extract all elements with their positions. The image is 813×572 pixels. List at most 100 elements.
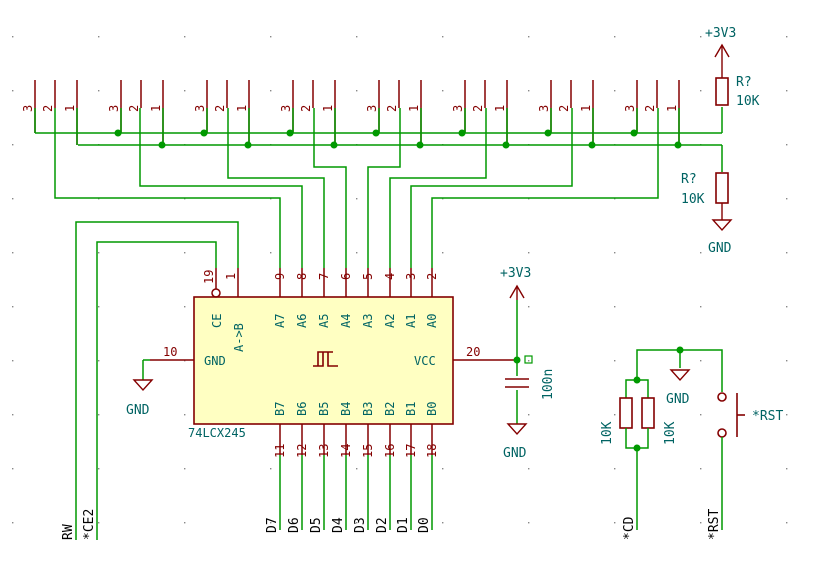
- grid-dot: [98, 414, 100, 416]
- grid-dot: [528, 36, 530, 38]
- grid-dot: [614, 36, 616, 38]
- ic-a-pin-name: A1: [404, 314, 418, 328]
- route-a5: [227, 108, 325, 268]
- grid-dot: [528, 90, 530, 92]
- grid-dot: [528, 360, 530, 362]
- r-mid-value: 10K: [681, 192, 705, 207]
- grid-dot: [614, 90, 616, 92]
- r-pair-right-value: 10K: [663, 421, 678, 445]
- pullup-resistor: +3V3 R? 10K: [705, 26, 760, 109]
- header-pin-number: 2: [41, 105, 55, 112]
- ic-a-pin-number: 5: [361, 273, 375, 280]
- data-route-wires: [54, 108, 659, 268]
- grid-dot: [442, 468, 444, 470]
- ic-b-pin-name: B7: [273, 402, 287, 416]
- ic-b-pin-name: B2: [383, 402, 397, 416]
- grid-dot: [700, 36, 702, 38]
- grid-dot: [700, 90, 702, 92]
- junction: [200, 129, 208, 137]
- grid-dot: [12, 144, 14, 146]
- route-a2: [389, 108, 487, 268]
- junction: [330, 141, 338, 149]
- grid-dot: [614, 360, 616, 362]
- grid-dot: [12, 90, 14, 92]
- grid-dot: [786, 360, 788, 362]
- ic-a-pin-number: 6: [339, 273, 353, 280]
- grid-dot: [700, 522, 702, 524]
- header-pin-number: 2: [643, 105, 657, 112]
- grid-dot: [700, 468, 702, 470]
- grid-dot: [12, 360, 14, 362]
- ic-b-pin-number: 15: [361, 444, 375, 458]
- junction: [630, 129, 638, 137]
- junction: [633, 444, 641, 452]
- junction: [286, 129, 294, 137]
- pin-ce-name: CE: [210, 314, 224, 328]
- junction: [458, 129, 466, 137]
- net-data-label: D3: [353, 517, 368, 533]
- vcc-top-arrow: [714, 43, 730, 58]
- vcc-top-label: +3V3: [705, 26, 736, 41]
- r-pair-left-value: 10K: [600, 421, 615, 445]
- r-pair-right-body: [641, 397, 655, 429]
- ic-part-label: 74LCX245: [188, 426, 246, 440]
- header-pin-number: 2: [557, 105, 571, 112]
- net-rw-label: RW: [61, 524, 76, 540]
- grid-dot: [98, 468, 100, 470]
- grid-dot: [614, 414, 616, 416]
- header-pin-number: 2: [213, 105, 227, 112]
- net-rst-label: *RST: [707, 509, 722, 540]
- grid-dot: [356, 198, 358, 200]
- ic-b-pin-number: 18: [425, 444, 439, 458]
- ce-inversion-bubble: [211, 288, 221, 298]
- gnd-cap-label: GND: [503, 446, 527, 461]
- grid-dot: [98, 252, 100, 254]
- switch-contact-top: [717, 392, 727, 402]
- pin-gnd-num: 10: [163, 345, 177, 359]
- grid-dot: [528, 468, 530, 470]
- header-pin-number: 2: [299, 105, 313, 112]
- grid-dot: [356, 36, 358, 38]
- grid-dot: [528, 414, 530, 416]
- header-pin-number: 1: [63, 105, 77, 112]
- grid-dot: [356, 252, 358, 254]
- grid-dot: [442, 522, 444, 524]
- ic-a-pin-name: A3: [361, 314, 375, 328]
- grid-dot: [356, 90, 358, 92]
- grid-dot: [184, 36, 186, 38]
- grid-dot: [786, 198, 788, 200]
- junction: [372, 129, 380, 137]
- r-top-ref: R?: [736, 75, 752, 90]
- ic-a-pin-name: A4: [339, 314, 353, 328]
- reset-section: GND 10K 10K *CD *RST *RST: [600, 349, 783, 540]
- junction: [416, 141, 424, 149]
- control-wires: [75, 221, 239, 540]
- header-pin-number: 3: [451, 105, 465, 112]
- grid-dot: [442, 90, 444, 92]
- grid-dot: [528, 522, 530, 524]
- junction: [674, 141, 682, 149]
- junction: [244, 141, 252, 149]
- r-mid-ref: R?: [681, 172, 697, 187]
- ic-a-pin-name: A5: [317, 314, 331, 328]
- pin-gnd-name: GND: [204, 354, 226, 368]
- ic-b-pin-number: 11: [273, 444, 287, 458]
- grid-dot: [270, 468, 272, 470]
- header-pin-number: 1: [149, 105, 163, 112]
- junction: [502, 141, 510, 149]
- grid-dot: [12, 468, 14, 470]
- pin-dir-num: 1: [224, 273, 238, 280]
- ic-a-pin-name: A6: [295, 314, 309, 328]
- header-pin-number: 1: [493, 105, 507, 112]
- grid-dot: [786, 144, 788, 146]
- ic-b-pin-number: 16: [383, 444, 397, 458]
- header-pin-number: 2: [127, 105, 141, 112]
